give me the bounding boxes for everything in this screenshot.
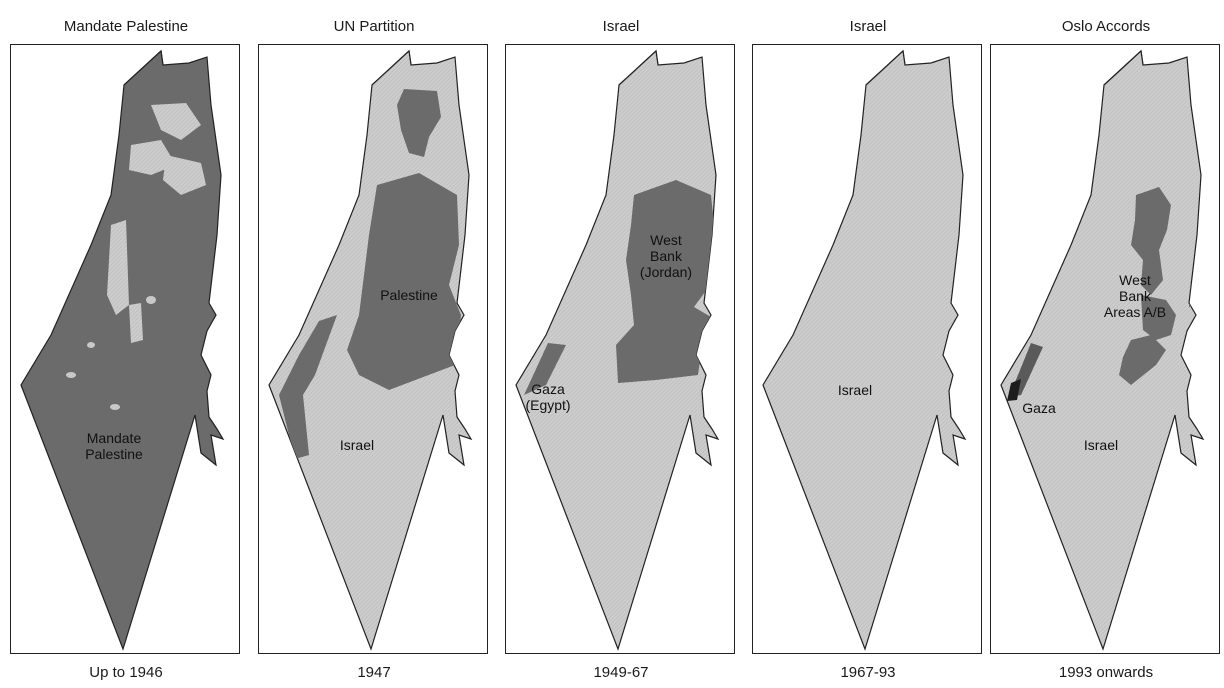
map-svg: Israel: [762, 49, 967, 651]
map-frame: Palestine Israel: [258, 44, 488, 654]
gaza-egypt-area: [524, 343, 566, 395]
region-label: Bank: [1119, 288, 1152, 304]
panel-title: Mandate Palestine: [63, 18, 189, 35]
region-label: Israel: [1084, 437, 1118, 453]
map-svg: West Bank Areas A/B Gaza Israel: [1000, 49, 1205, 651]
west-bank-area: [347, 173, 461, 390]
panel-title: Oslo Accords: [1061, 18, 1151, 35]
map-panel-oslo: Oslo Accords West Bank Areas A/B Gaza Is…: [990, 0, 1222, 688]
map-svg: Palestine Israel: [268, 49, 473, 651]
region-label: Bank: [650, 248, 683, 264]
map-frame: West Bank (Jordan) Gaza (Egypt): [505, 44, 735, 654]
gaza-darkest-area: [1007, 379, 1021, 401]
panel-period: 1967-93: [840, 664, 896, 681]
region-label: Gaza: [1022, 400, 1056, 416]
panel-period: 1949-67: [593, 664, 649, 681]
region-label: Palestine: [85, 446, 143, 462]
region-label: Palestine: [380, 287, 438, 303]
panel-period: Up to 1946: [89, 664, 163, 681]
arab-state-areas: [279, 89, 461, 459]
map-panel-1949-67: Israel West Bank (Jordan) Gaza (Egypt) 1…: [505, 0, 737, 688]
panel-period: 1993 onwards: [1058, 664, 1154, 681]
map-svg: West Bank (Jordan) Gaza (Egypt): [515, 49, 720, 651]
land-outline: [20, 49, 225, 651]
region-label: Mandate: [87, 430, 142, 446]
region-label: Israel: [838, 382, 872, 398]
region-label: Gaza: [531, 381, 565, 397]
map-panel-mandate: Mandate Palestine Mandate Palestine Up t…: [10, 0, 242, 688]
map-panel-un-partition: UN Partition Palestine Israel 1947: [258, 0, 490, 688]
map-frame: Mandate Palestine: [10, 44, 240, 654]
west-bank-jordan-area: [616, 180, 716, 383]
galilee-area: [397, 89, 441, 157]
map-frame: West Bank Areas A/B Gaza Israel: [990, 44, 1220, 654]
panel-title: UN Partition: [333, 18, 415, 35]
region-label: (Egypt): [525, 397, 570, 413]
land-outline: [762, 49, 967, 651]
region-label: Areas A/B: [1104, 304, 1166, 320]
gaza-strip-area: [279, 315, 337, 459]
jewish-settlement-areas: [66, 103, 206, 410]
region-label: West: [650, 232, 682, 248]
region-label: West: [1119, 272, 1151, 288]
map-frame: Israel: [752, 44, 982, 654]
panel-title: Israel: [849, 18, 887, 35]
panel-period: 1947: [357, 664, 391, 681]
map-svg: Mandate Palestine: [20, 49, 225, 651]
panel-title: Israel: [602, 18, 640, 35]
map-panel-1967-93: Israel Israel 1967-93: [752, 0, 984, 688]
region-label: Israel: [340, 437, 374, 453]
occupied-areas: [524, 180, 716, 395]
region-label: (Jordan): [640, 264, 692, 280]
